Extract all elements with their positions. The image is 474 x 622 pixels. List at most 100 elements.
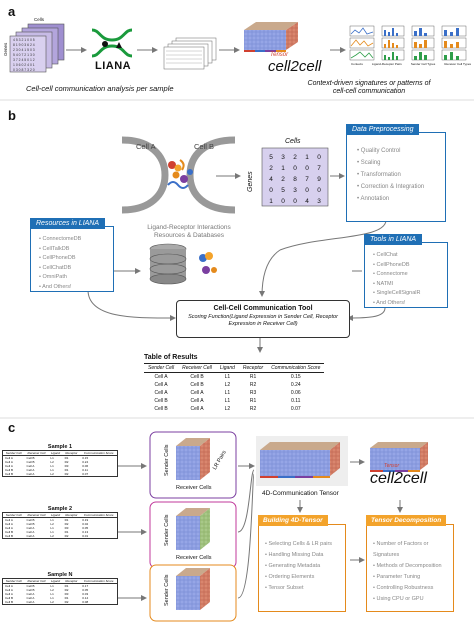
table-cell: L1 (50, 584, 54, 588)
mini-header: Ligand (48, 578, 63, 584)
table-cell: 0.06 (82, 464, 89, 468)
factor-label: Ligand-Receptor Pairs (371, 62, 402, 66)
factor-label: Receiver Cell Types (444, 62, 471, 66)
database-icon (149, 243, 187, 285)
receiver-cells-label: Receiver Cells (176, 485, 212, 491)
mini-header: Ligand (48, 450, 63, 456)
matrix-cell: 2 (293, 154, 297, 161)
tool-item: And Others! (373, 299, 421, 309)
matrix-cell: 9 (317, 176, 321, 183)
expression-matrix-grid (261, 147, 329, 207)
matrix-cell: 0 (281, 198, 285, 205)
cell-contact-illustration (121, 136, 236, 214)
table-cell: R2 (64, 534, 69, 538)
resource-item: OmniPath (39, 273, 81, 283)
table-cell: Cell B (26, 588, 35, 592)
caption-context-driven: Context-driven signatures or patterns of… (307, 80, 431, 95)
table-cell: Cell A (5, 584, 13, 588)
sender-cells-label: Sender Cells (164, 444, 170, 477)
table-cell: L1 (50, 596, 54, 600)
table-cell: R1 (64, 518, 69, 522)
results-header: Receiver Cell (178, 363, 216, 373)
table-cell: Cell A (154, 382, 168, 388)
table-cell: 0.17 (82, 584, 89, 588)
table-cell: Cell A (26, 592, 35, 596)
table-cell: Cell A (26, 468, 35, 472)
resources-box: Resources in LIANA ConnectomeDB CellTalk… (30, 218, 114, 293)
matrix-cell: 0 (293, 165, 297, 172)
table-cell: R1 (64, 530, 69, 534)
genes-axis-label: Genes (3, 42, 8, 56)
factor-plots-icon (349, 25, 467, 61)
svg-text:1 0 6 0 2 4 0 1: 1 0 6 0 2 4 0 1 (13, 63, 35, 67)
results-table-title: Table of Results (144, 354, 198, 361)
tools-title: Tools in LIANA (364, 234, 423, 245)
communication-tool-box: Cell-Cell Communication Tool Scoring Fun… (176, 300, 350, 338)
matrix-cell: 0 (305, 187, 309, 194)
table-cell: R2 (64, 600, 69, 604)
table-cell: L1 (50, 464, 54, 468)
table-cell: 0.05 (82, 526, 89, 530)
resource-item: And Others! (39, 283, 81, 293)
ligand-receptor-icon (199, 252, 217, 274)
table-cell: L1 (50, 518, 54, 522)
liana-logo-icon (91, 28, 133, 58)
tool-item: CellPhoneDB (373, 261, 421, 271)
preprocessing-item: Scaling (357, 157, 424, 169)
sample-title: Sample 1 (47, 444, 73, 450)
factor-labels-row: Contexts Ligand-Receptor Pairs Sender Ce… (351, 62, 471, 66)
table-cell: R2 (64, 460, 69, 464)
results-header: Ligand (215, 363, 239, 373)
table-cell: Cell A (5, 464, 13, 468)
mini-header: Receptor (62, 512, 81, 518)
data-preprocessing-title: Data Preprocessing (346, 124, 420, 135)
mini-header: Ligand (48, 512, 63, 518)
svg-text:0 3 0 8 7 3 2 0: 0 3 0 8 7 3 2 0 (13, 68, 35, 72)
table-cell: R2 (64, 588, 69, 592)
table-cell: Cell A (26, 526, 35, 530)
preprocessing-item: Annotation (357, 193, 424, 205)
table-row: Cell A Cell A L1 R3 0.06 (3, 464, 118, 468)
matrix-cell: 0 (317, 187, 321, 194)
sender-cells-label: Sender Cells (164, 574, 170, 607)
table-cell: 0.11 (291, 398, 301, 404)
preprocessing-item: Correction & Integration (357, 181, 424, 193)
matrix-cell: 3 (293, 187, 297, 194)
decomposition-item: Number of Factors or Signatures (373, 539, 453, 561)
panel-letter-a: a (8, 4, 16, 19)
table-cell: L1 (50, 592, 54, 596)
table-cell: Cell A (5, 522, 13, 526)
building-tensor-box: Building 4D-Tensor Selecting Cells & LR … (258, 515, 346, 612)
table-cell: R1 (64, 456, 69, 460)
building-item: Selecting Cells & LR pairs (265, 539, 332, 550)
table-cell: R3 (64, 464, 69, 468)
panel-letter-c: c (8, 420, 16, 435)
table-cell: Cell A (26, 464, 35, 468)
mini-header: Sender Cell (2, 450, 25, 456)
cell2cell-logo-text: cell2cell (268, 58, 322, 75)
tool-item: NATMI (373, 280, 421, 290)
resource-item: CellTalkDB (39, 245, 81, 255)
mini-header: Receptor (62, 450, 81, 456)
table-cell: Cell A (26, 600, 35, 604)
table-cell: Cell B (5, 596, 14, 600)
table-cell: 0.24 (290, 382, 301, 388)
table-cell: Cell A (26, 472, 35, 476)
